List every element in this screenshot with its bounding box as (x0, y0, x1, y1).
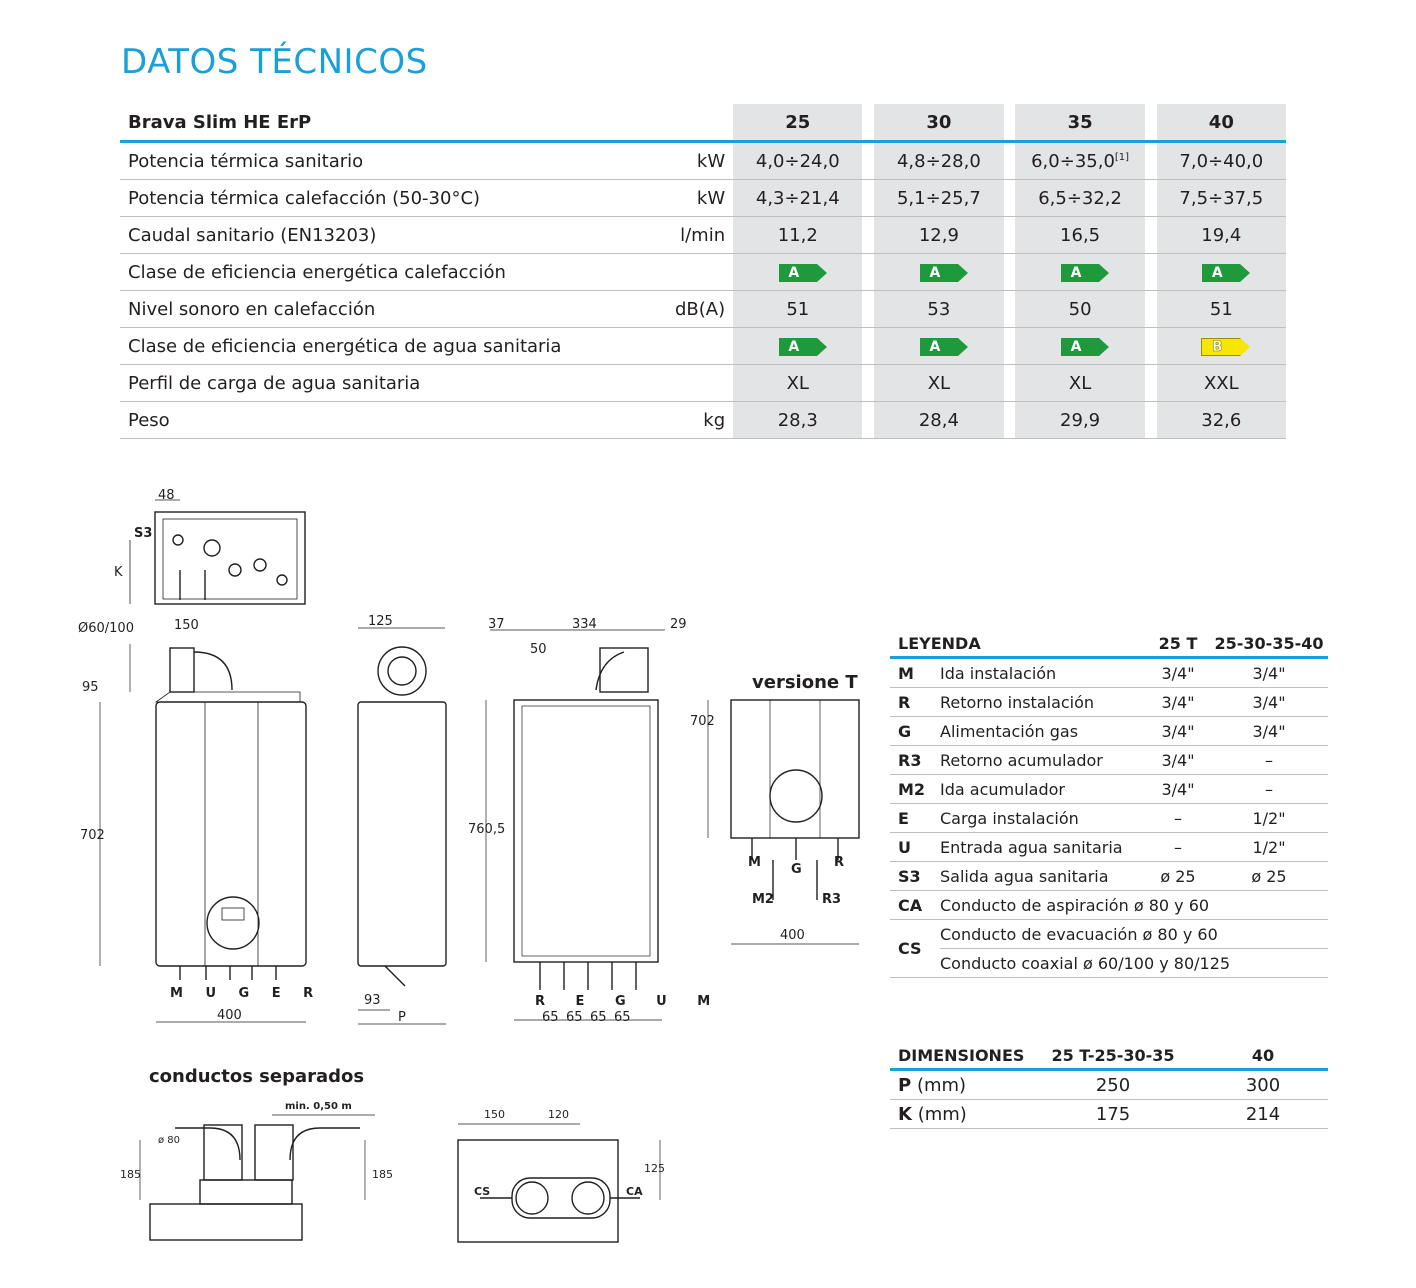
footnote-marker: [1] (1114, 151, 1130, 163)
energy-class-badge: A (1202, 263, 1251, 282)
page-title: DATOS TÉCNICOS (121, 42, 428, 82)
model-30: 30 (874, 104, 1004, 143)
table-row: Nivel sonoro en calefacción dB(A) 51 53 … (120, 290, 1286, 328)
table-row: Potencia térmica calefacción (50-30°C) k… (120, 179, 1286, 217)
technical-data-table: Brava Slim HE ErP 25 30 35 40 Potencia t… (120, 104, 1286, 439)
dimensions-table: DIMENSIONES 25 T-25-30-35 40 P (mm) 250 … (890, 1042, 1328, 1129)
model-40: 40 (1156, 104, 1286, 143)
model-25: 25 (733, 104, 863, 143)
table-row: Potencia térmica sanitario kW 4,0÷24,0 4… (120, 141, 1286, 180)
model-35: 35 (1015, 104, 1145, 143)
energy-class-badge: A (919, 337, 968, 356)
front-view-drawing (99, 644, 307, 1023)
top-view-drawing (129, 499, 306, 605)
technical-drawings (99, 499, 860, 1243)
energy-class-badge: A (1061, 263, 1110, 282)
table-row: K (mm) 175 214 (890, 1099, 1328, 1129)
table-row: Clase de eficiencia energética calefacci… (120, 253, 1286, 291)
separated-ducts-title: conductos separados (149, 1066, 365, 1087)
table-row: Perfil de carga de agua sanitaria XL XL … (120, 364, 1286, 402)
table-row: Clase de eficiencia energética de agua s… (120, 327, 1286, 365)
energy-class-badge: A (919, 263, 968, 282)
energy-class-badge: A (778, 263, 827, 282)
table-row: Caudal sanitario (EN13203) l/min 11,2 12… (120, 216, 1286, 254)
energy-class-badge: A (1061, 337, 1110, 356)
table-row: Conducto coaxial ø 60/100 y 80/125 (890, 948, 1328, 978)
back-view-drawing (485, 629, 665, 1021)
table-header-row: Brava Slim HE ErP 25 30 35 40 (120, 104, 1286, 143)
separated-ducts-drawing (139, 1114, 375, 1241)
table-row: Peso kg 28,3 28,4 29,9 32,6 (120, 401, 1286, 439)
version-t-title: versione T (752, 672, 858, 693)
side-view-drawing (357, 627, 447, 1025)
energy-class-badge: B (1201, 337, 1251, 356)
table-row: P (mm) 250 300 (890, 1069, 1328, 1100)
version-t-drawing (707, 699, 860, 945)
product-name: Brava Slim HE ErP (120, 104, 603, 143)
energy-class-badge: A (778, 337, 827, 356)
plan-view-drawing (457, 1123, 661, 1243)
